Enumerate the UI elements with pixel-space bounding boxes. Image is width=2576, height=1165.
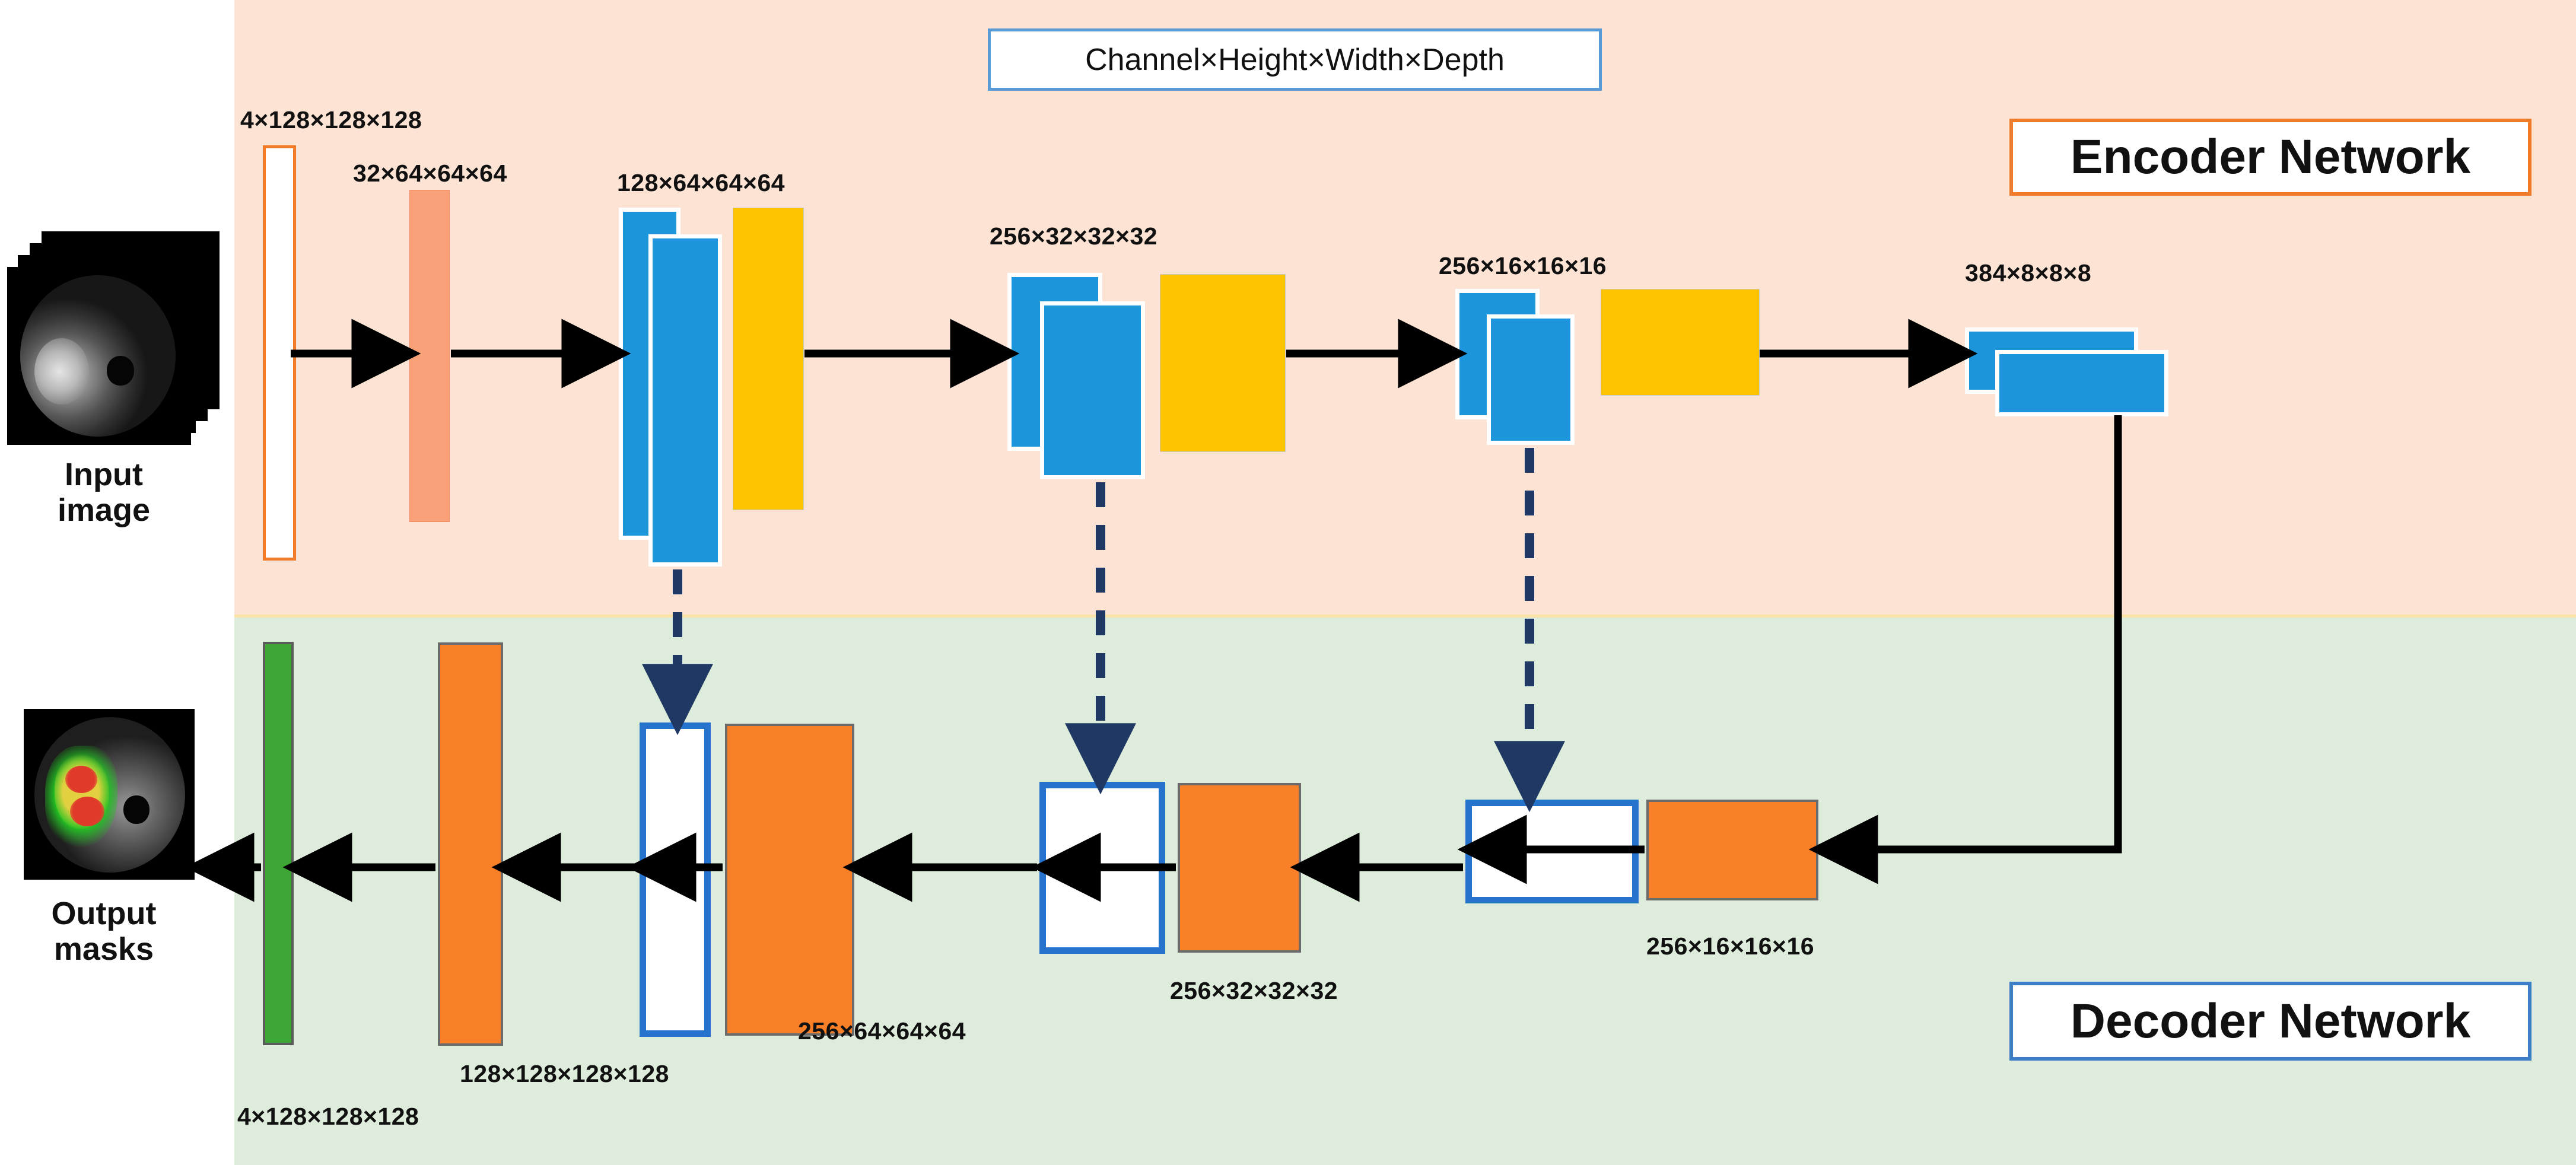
decoder-region-background [234, 617, 2576, 1165]
encoder-input-volume-block [263, 145, 296, 561]
label-decoder-stage2: 256×32×32×32 [1170, 977, 1338, 1004]
necrotic-core-red-lower [70, 797, 104, 826]
encoder-stage2-pool-block [733, 208, 804, 510]
label-decoder-stage4: 128×128×128×128 [460, 1060, 669, 1087]
ventricle [123, 795, 150, 824]
encoder-stage1-conv-block [409, 190, 450, 522]
decoder-stage4-upsample-block [438, 642, 503, 1046]
label-encoder-stage2: 128×64×64×64 [617, 169, 785, 196]
decoder-stage1-skip-concat-block [1465, 800, 1639, 903]
encoder-stage4-conv-block-front [1487, 314, 1575, 445]
input-slice-front [7, 267, 191, 445]
label-encoder-stage1: 32×64×64×64 [353, 160, 507, 187]
encoder-network-title: Encoder Network [2009, 119, 2532, 196]
decoder-stage2-upsample-block [1178, 783, 1301, 953]
encoder-stage3-pool-block [1160, 274, 1286, 452]
encoder-stage4-pool-block [1601, 289, 1760, 396]
decoder-stage2-skip-concat-block [1039, 782, 1165, 954]
label-encoder-bottleneck: 384×8×8×8 [1965, 259, 2092, 287]
necrotic-core-red-upper [65, 766, 97, 793]
encoder-region-background [234, 0, 2576, 617]
label-encoder-stage3: 256×32×32×32 [990, 222, 1158, 250]
decoder-output-segmentation-block [263, 642, 294, 1045]
ventricle [107, 356, 134, 386]
input-image-caption: Input image [57, 457, 151, 529]
tumor-region [34, 338, 89, 405]
decoder-stage3-skip-concat-block [640, 722, 711, 1037]
encoder-stage3-conv-block-front [1040, 301, 1145, 479]
decoder-network-title: Decoder Network [2009, 982, 2532, 1061]
encoder-bottleneck-block-front [1995, 350, 2168, 416]
label-decoder-output: 4×128×128×128 [237, 1103, 419, 1130]
label-encoder-input: 4×128×128×128 [240, 106, 422, 133]
decoder-stage3-upsample-block [725, 724, 854, 1036]
output-slice [24, 709, 195, 880]
label-decoder-stage3: 256×64×64×64 [798, 1017, 966, 1045]
output-mask-caption: Output masks [51, 896, 157, 967]
decoder-stage1-upsample-block [1646, 800, 1818, 900]
region-divider [234, 615, 2576, 617]
label-encoder-stage4: 256×16×16×16 [1439, 252, 1607, 279]
encoder-stage2-conv-block-front [648, 234, 722, 566]
shape-legend-box: Channel×Height×Width×Depth [988, 28, 1602, 91]
label-decoder-stage1: 256×16×16×16 [1646, 932, 1815, 960]
